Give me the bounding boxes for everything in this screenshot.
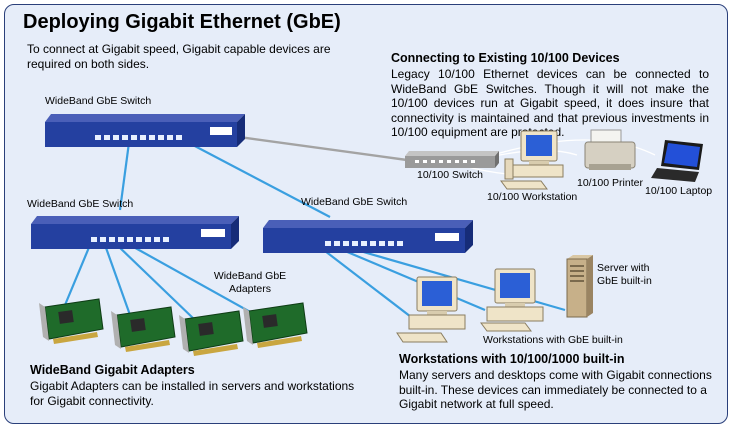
laptop-icon (651, 140, 703, 182)
left-switch-label: WideBand GbE Switch (27, 198, 134, 210)
existing-devices-heading: Connecting to Existing 10/100 Devices (391, 51, 620, 65)
link-left-switch-to-adapter-3 (116, 244, 196, 321)
right-switch-label: WideBand GbE Switch (301, 196, 408, 208)
laptop-label: 10/100 Laptop (645, 185, 713, 197)
workstation-icon (396, 276, 466, 343)
link-right-switch-to-workstation-1 (324, 250, 416, 321)
workstation-icon (480, 268, 544, 332)
server-icon (566, 255, 593, 318)
link-left-switch-to-adapter-1 (63, 244, 92, 306)
adapter-card-icon (243, 302, 308, 348)
printer-label: 10/100 Printer (577, 177, 643, 189)
link-core-to-left-switch (118, 134, 132, 211)
legacy-workstation-label: 10/100 Workstation (487, 191, 578, 203)
adapter-card-icon (39, 298, 104, 344)
adapter-card-icon (179, 310, 244, 356)
adapter-card-icon (111, 306, 176, 352)
diagram-canvas: Deploying Gigabit Ethernet (GbE) To conn… (4, 4, 728, 424)
link-legacy-to-laptop (492, 139, 656, 156)
adapters-label: WideBand GbE Adapters (213, 270, 287, 295)
adapters-heading: WideBand Gigabit Adapters (30, 363, 195, 377)
core-switch-label: WideBand GbE Switch (45, 95, 152, 107)
core-switch-icon (45, 114, 245, 147)
intro-text: To connect at Gigabit speed, Gigabit cap… (27, 42, 331, 71)
server-label: Server with GbE built-in (597, 262, 652, 287)
printer-icon (584, 129, 636, 170)
builtin-workstations-label: Workstations with GbE built-in (483, 334, 623, 346)
legacy-workstation-icon (500, 130, 564, 190)
link-left-switch-to-adapter-2 (103, 244, 132, 316)
legacy-switch-icon (405, 151, 499, 168)
page-title: Deploying Gigabit Ethernet (GbE) (23, 11, 341, 33)
builtin-heading: Workstations with 10/100/1000 built-in (399, 352, 625, 366)
link-right-switch-to-workstation-2 (344, 249, 486, 312)
builtin-text: Many servers and desktops come with Giga… (399, 368, 712, 411)
right-switch-icon (263, 220, 473, 253)
left-switch-icon (31, 216, 239, 249)
adapters-text: Gigabit Adapters can be installed in ser… (30, 379, 355, 408)
legacy-switch-label: 10/100 Switch (417, 169, 483, 181)
existing-devices-text: Legacy 10/100 Ethernet devices can be co… (391, 67, 709, 139)
